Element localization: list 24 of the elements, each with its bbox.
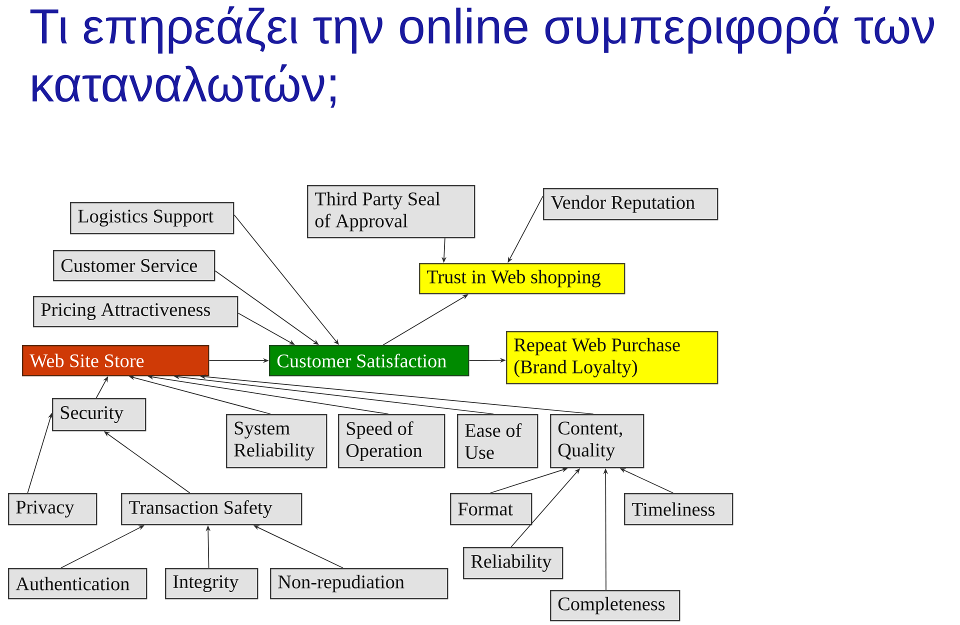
factor-box: Transaction Safety [121, 493, 302, 526]
factor-box: Format [450, 493, 532, 526]
factor-box: System Reliability [226, 414, 328, 468]
factor-box: Content, Quality [550, 414, 644, 468]
factor-box: Security [52, 398, 146, 432]
factor-box: Third Party Seal of Approval [307, 185, 476, 238]
factor-box: Customer Service [53, 250, 216, 282]
factor-box: Privacy [8, 493, 98, 526]
factor-box: Completeness [550, 590, 680, 622]
factor-box: Logistics Support [70, 202, 234, 234]
factor-box: Pricing Attractiveness [33, 296, 238, 328]
factor-box: Ease of Use [457, 414, 538, 468]
factor-box: Integrity [165, 568, 258, 600]
title: Τι επηρεάζει την online συμπεριφορά των καταναλωτών; [30, 6, 934, 108]
factor-box: Vendor Reputation [543, 188, 718, 220]
factor-box: Reliability [463, 547, 564, 580]
highlight-box: Web Site Store [22, 345, 210, 376]
highlight-box: Trust in Web shopping [419, 263, 626, 294]
factor-box: Timeliness [624, 493, 734, 526]
highlight-box: Customer Satisfaction [269, 345, 470, 376]
factor-box: Non-repudiation [270, 568, 448, 600]
highlight-box: Repeat Web Purchase (Brand Loyalty) [506, 331, 718, 384]
factor-box: Speed of Operation [338, 414, 446, 468]
factor-box: Authentication [8, 568, 148, 600]
